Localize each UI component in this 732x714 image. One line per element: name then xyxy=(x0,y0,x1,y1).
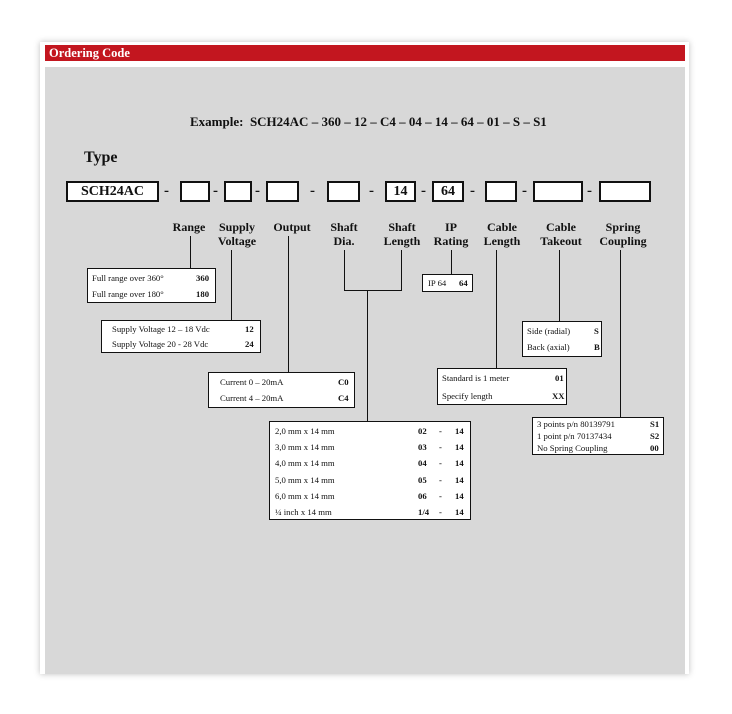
dash: - xyxy=(213,183,218,199)
connector-cable-takeout xyxy=(559,250,560,321)
code-box-spring xyxy=(599,181,651,202)
list-item: Full range over 180°180 xyxy=(92,289,210,299)
list-item: Side (radial)S xyxy=(527,326,599,336)
connector-output xyxy=(288,236,289,372)
connector-shaft-dia xyxy=(344,250,345,290)
dash: - xyxy=(522,183,527,199)
connector-ip xyxy=(451,250,452,274)
dash: - xyxy=(587,183,592,199)
dash: - xyxy=(369,183,374,199)
section-header: Ordering Code xyxy=(45,45,685,61)
connector-range xyxy=(190,236,191,268)
connector-shaft-length xyxy=(401,250,402,290)
connector-shaft xyxy=(367,290,368,421)
code-box-cable-length xyxy=(485,181,517,202)
dash: - xyxy=(255,183,260,199)
code-box-ip-rating: 64 xyxy=(432,181,464,202)
section-title: Ordering Code xyxy=(49,46,130,60)
code-box-supply xyxy=(224,181,252,202)
dash: - xyxy=(470,183,475,199)
connector-spring xyxy=(620,250,621,417)
connector-cable-length xyxy=(496,250,497,368)
ordering-code-panel xyxy=(45,67,685,674)
list-item: Back (axial)B xyxy=(527,342,600,352)
code-box-shaft-dia xyxy=(327,181,360,202)
code-box-shaft-length: 14 xyxy=(385,181,416,202)
cable-takeout-options: Side (radial)S Back (axial)B xyxy=(522,321,602,357)
list-item: Full range over 360°360 xyxy=(92,273,210,283)
column-range: Range xyxy=(172,220,206,234)
code-box-cable-takeout xyxy=(533,181,583,202)
dash: - xyxy=(310,183,315,199)
connector-supply xyxy=(231,250,232,320)
code-box-range xyxy=(180,181,210,202)
dash: - xyxy=(421,183,426,199)
code-box-output xyxy=(266,181,299,202)
type-label: Type xyxy=(84,149,118,166)
range-options: Full range over 360°360 Full range over … xyxy=(87,268,216,303)
dash: - xyxy=(164,183,169,199)
example-code: Example: SCH24AC – 360 – 12 – C4 – 04 – … xyxy=(190,114,547,129)
connector-shaft-join xyxy=(344,290,402,291)
column-output: Output xyxy=(273,220,311,234)
code-box-type: SCH24AC xyxy=(66,181,159,202)
